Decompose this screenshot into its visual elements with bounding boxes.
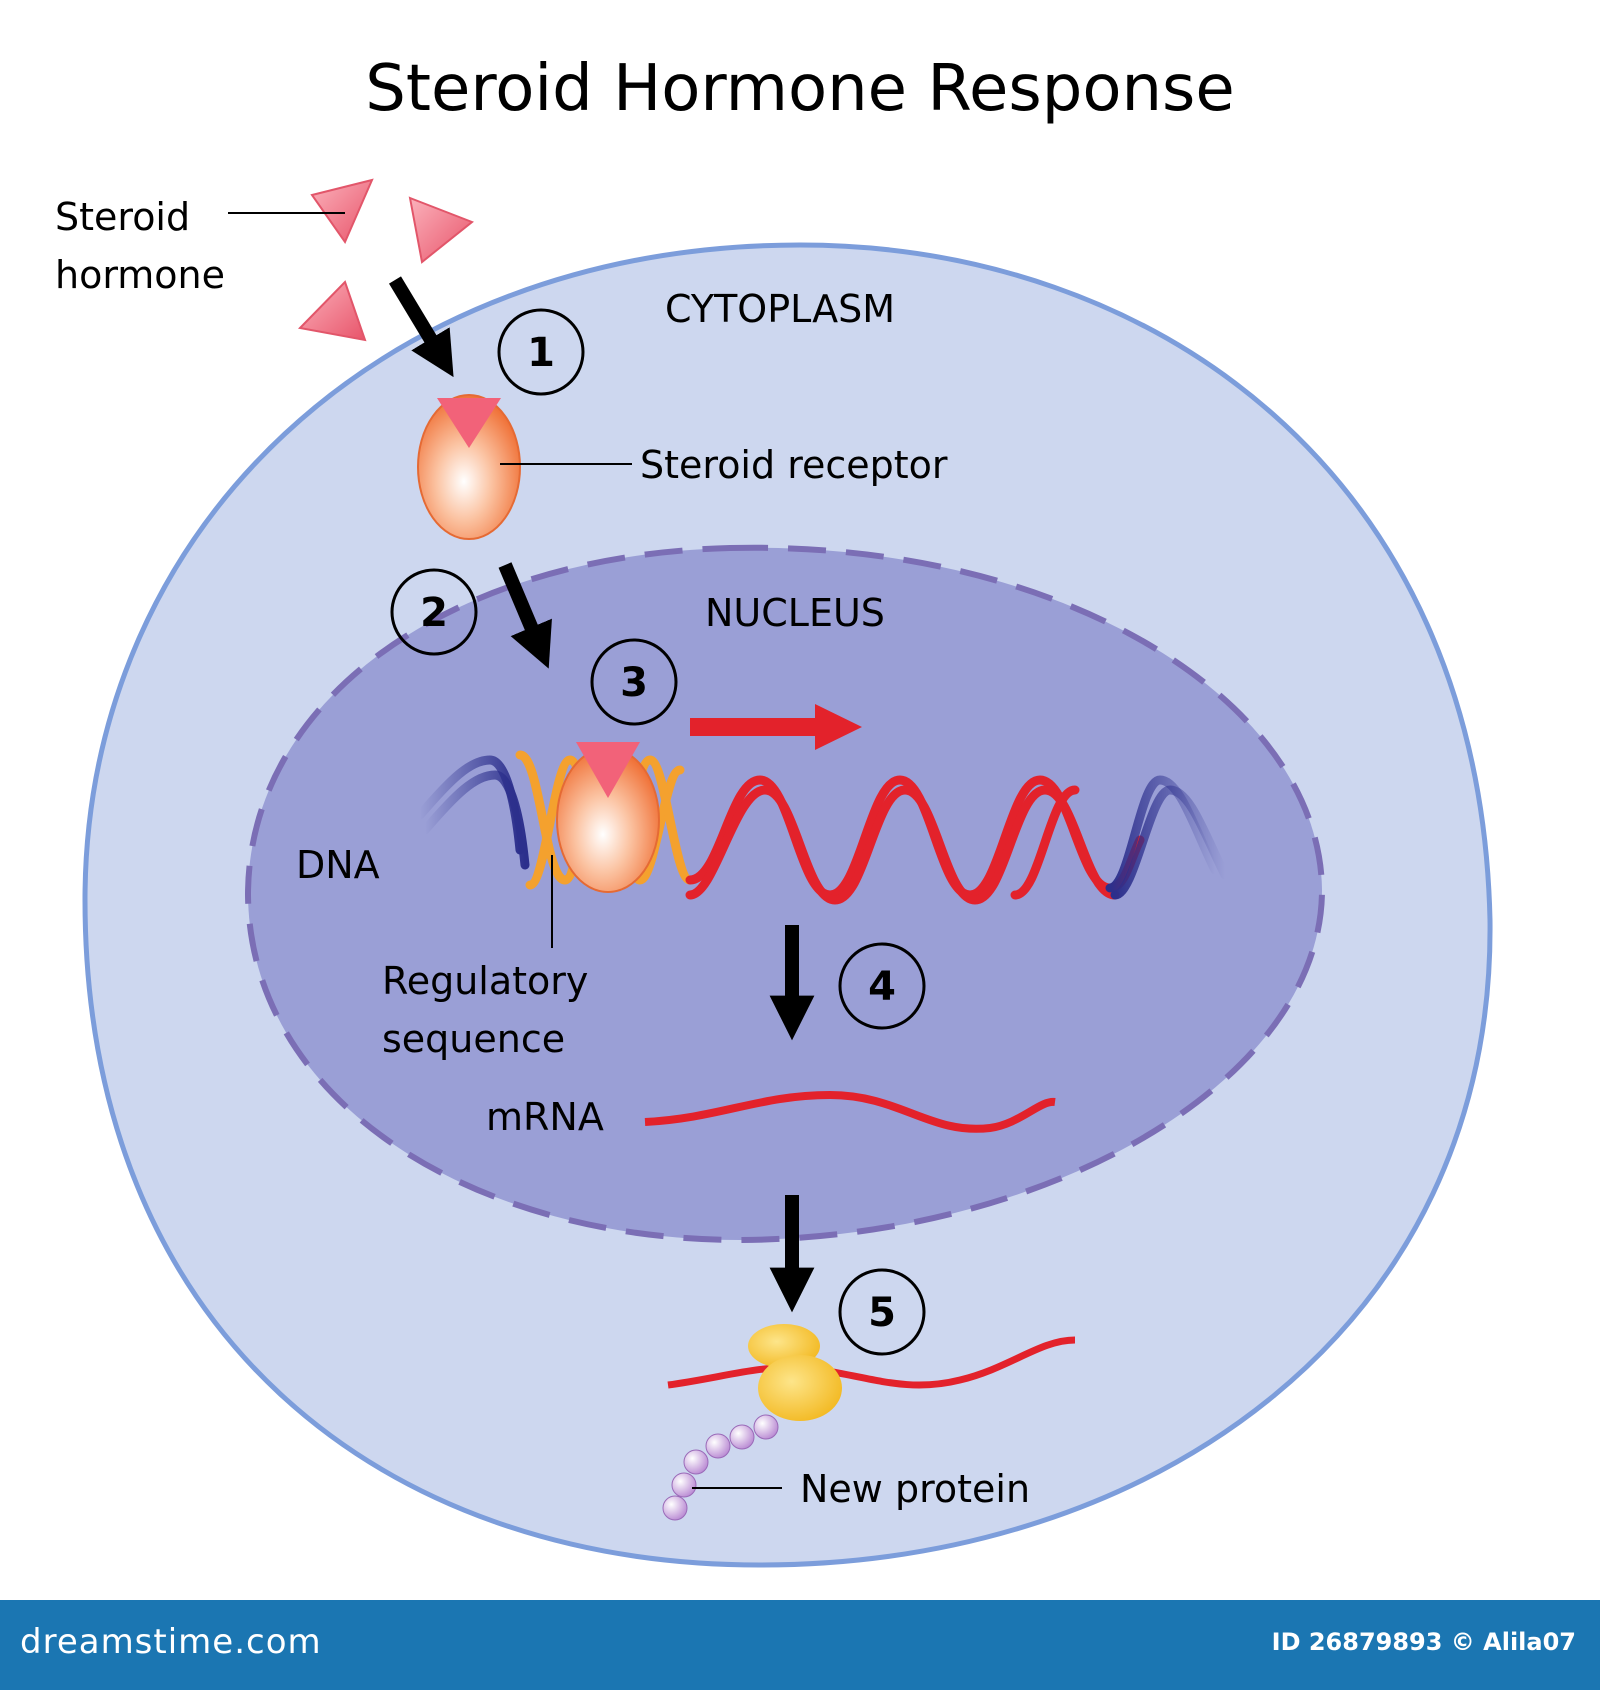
cytoplasm-label: CYTOPLASM: [665, 287, 895, 331]
step-4-marker: 4: [838, 942, 926, 1030]
bound-hormone: [437, 398, 501, 448]
new-protein-chain: [662, 1414, 779, 1521]
hormone-triangle: [297, 280, 367, 342]
footer-image-id: ID 26879893 © Alila07: [1271, 1628, 1576, 1656]
hormone-triangle: [310, 178, 374, 245]
hormone-label-line1: Steroid: [55, 195, 190, 239]
step-1-marker: 1: [497, 308, 585, 396]
nucleus-label: NUCLEUS: [705, 591, 885, 635]
new-protein-label: New protein: [800, 1467, 1030, 1511]
arrow-step-1: [389, 276, 454, 378]
mrna-label: mRNA: [486, 1095, 604, 1139]
ribosome: [748, 1324, 842, 1421]
nucleus-envelope: [244, 544, 1326, 1244]
mrna-strand: [644, 1090, 1056, 1133]
footer-site-logo: dreamstime.com: [20, 1622, 322, 1662]
receptor-label: Steroid receptor: [640, 443, 948, 487]
hormone-triangle: [408, 196, 474, 264]
steroid-hormone-molecules: [297, 178, 474, 342]
step-2-number: 2: [420, 590, 448, 636]
step-5-number: 5: [868, 1290, 896, 1336]
step-3-marker: 3: [590, 638, 678, 726]
step-3-number: 3: [620, 660, 648, 706]
hormone-label-line2: hormone: [55, 253, 225, 297]
step-2-marker: 2: [390, 568, 478, 656]
page-title: Steroid Hormone Response: [365, 52, 1235, 126]
steroid-receptor: [417, 394, 521, 540]
bound-hormone: [576, 742, 640, 798]
arrow-step-2: [498, 562, 552, 669]
step-1-number: 1: [527, 330, 555, 376]
footer-bar: dreamstime.com ID 26879893 © Alila07: [0, 1600, 1600, 1690]
dna-label: DNA: [296, 843, 380, 887]
steroid-hormone-diagram: Steroid Hormone Response Steroid hormone…: [55, 52, 1493, 1568]
receptor-on-dna: [556, 742, 660, 893]
regulatory-label-line1: Regulatory: [382, 959, 588, 1003]
cytoplasmic-mrna: [667, 1336, 1076, 1389]
step-4-number: 4: [868, 964, 896, 1010]
step-5-marker: 5: [838, 1268, 926, 1356]
regulatory-label-line2: sequence: [382, 1017, 565, 1061]
transcription-direction-arrow: [690, 704, 862, 750]
